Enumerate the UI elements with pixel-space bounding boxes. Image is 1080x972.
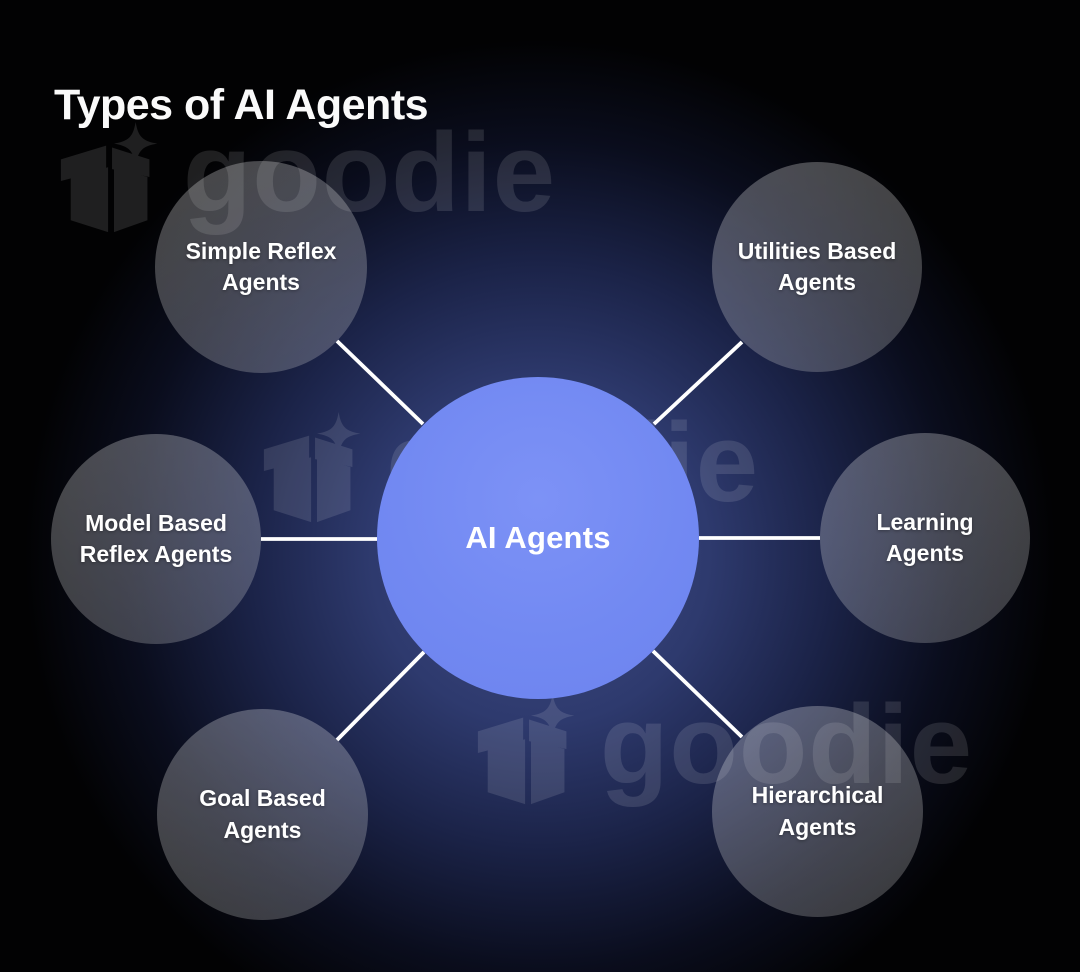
node-simple-reflex-agents: Simple Reflex Agents bbox=[155, 161, 367, 373]
connector-line-hierarchical bbox=[651, 649, 744, 739]
node-label: Utilities Based Agents bbox=[737, 237, 897, 295]
node-hierarchical-agents: Hierarchical Agents bbox=[712, 706, 923, 917]
node-label: Model Based Reflex Agents bbox=[79, 509, 233, 567]
node-label: Goal Based Agents bbox=[199, 785, 326, 843]
connector-line-goal-based bbox=[335, 650, 426, 742]
node-utilities-based-agents: Utilities Based Agents bbox=[712, 162, 922, 372]
node-label: Hierarchical Agents bbox=[751, 782, 884, 840]
node-label: Learning Agents bbox=[876, 508, 974, 566]
center-node-label: AI Agents bbox=[465, 520, 611, 555]
node-label: Simple Reflex Agents bbox=[185, 237, 337, 295]
node-goal-based-agents: Goal Based Agents bbox=[157, 709, 368, 920]
node-learning-agents: Learning Agents bbox=[820, 433, 1030, 643]
node-model-based-reflex-agents: Model Based Reflex Agents bbox=[51, 434, 261, 644]
connector-line-simple-reflex bbox=[335, 339, 425, 426]
page-title: Types of AI Agents bbox=[54, 80, 429, 129]
connector-line-utilities-based bbox=[652, 340, 744, 426]
node-ai-agents-center: AI Agents bbox=[377, 377, 699, 699]
